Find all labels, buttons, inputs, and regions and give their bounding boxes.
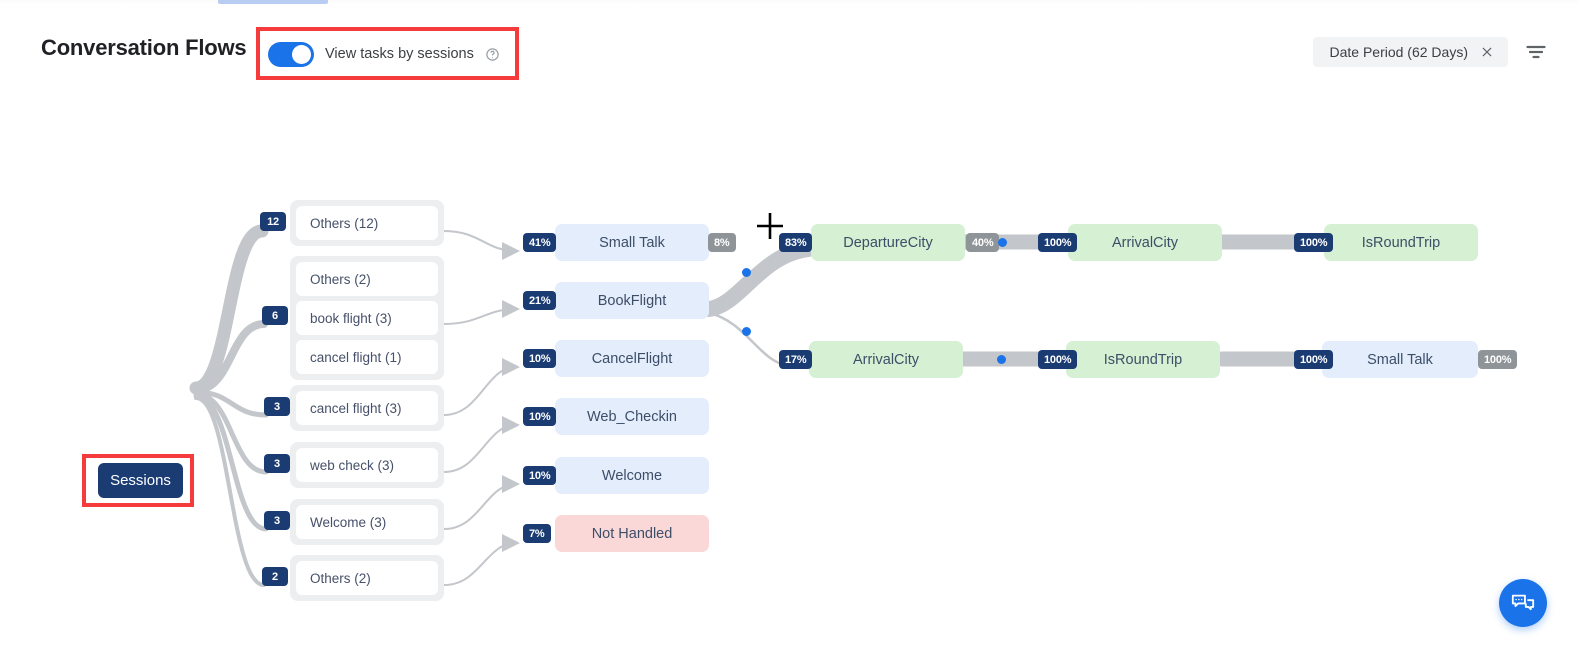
intent-node-label: Welcome xyxy=(601,467,663,484)
link-midpoint-dot[interactable] xyxy=(998,238,1007,247)
active-tab-underline xyxy=(218,0,328,4)
help-circle-icon[interactable] xyxy=(485,47,500,62)
page-header: Conversation Flows View tasks by session… xyxy=(0,5,1578,91)
task-item[interactable]: Others (2) xyxy=(296,262,438,296)
task-item[interactable]: Welcome (3) xyxy=(296,505,438,539)
entity-node-isroundtrip-b[interactable]: IsRoundTrip xyxy=(1066,341,1220,378)
intent-node-not-handled[interactable]: Not Handled xyxy=(555,515,709,552)
intent-in-pct-badge[interactable]: 41% xyxy=(523,233,557,252)
annotation-highlight-sessions xyxy=(82,454,194,507)
entity-node-arrivalcity[interactable]: ArrivalCity xyxy=(1068,224,1222,261)
entity-in-pct-badge[interactable]: 100% xyxy=(1038,350,1078,369)
task-group[interactable]: Welcome (3) xyxy=(290,499,444,545)
task-group-count-badge[interactable]: 2 xyxy=(262,567,288,586)
task-item[interactable]: book flight (3) xyxy=(296,301,438,335)
intent-node-bookflight[interactable]: BookFlight xyxy=(555,282,709,319)
entity-node-label: IsRoundTrip xyxy=(1103,351,1183,368)
task-item[interactable]: Others (12) xyxy=(296,206,438,240)
close-icon[interactable] xyxy=(1480,45,1494,59)
intent-node-label: Small Talk xyxy=(599,234,665,251)
task-item[interactable]: cancel flight (3) xyxy=(296,391,438,425)
link-midpoint-dot[interactable] xyxy=(742,327,751,336)
entity-in-pct-badge[interactable]: 17% xyxy=(779,350,813,369)
intent-node-label: Not Handled xyxy=(591,525,673,542)
task-group[interactable]: cancel flight (3) xyxy=(290,385,444,431)
task-group-count-badge[interactable]: 3 xyxy=(264,511,290,530)
task-group[interactable]: web check (3) xyxy=(290,442,444,488)
cursor-crosshair-icon xyxy=(757,213,783,239)
link-out-pct-badge[interactable]: 40% xyxy=(966,233,1000,252)
view-tasks-by-sessions-toggle-group[interactable]: View tasks by sessions xyxy=(268,38,500,70)
link-midpoint-dot[interactable] xyxy=(997,355,1006,364)
task-group[interactable]: Others (2) xyxy=(290,555,444,601)
task-item[interactable]: Others (2) xyxy=(296,561,438,595)
entity-node-label: IsRoundTrip xyxy=(1361,234,1441,251)
entity-node-arrivalcity-b[interactable]: ArrivalCity xyxy=(809,341,963,378)
switch-knob xyxy=(292,44,311,64)
intent-in-pct-badge[interactable]: 7% xyxy=(523,524,551,543)
intent-in-pct-badge[interactable]: 10% xyxy=(523,466,557,485)
entity-in-pct-badge[interactable]: 83% xyxy=(779,233,813,252)
intent-node-cancelflight[interactable]: CancelFlight xyxy=(555,340,709,377)
intent-node-label: Web_Checkin xyxy=(586,408,677,425)
intent-in-pct-badge[interactable]: 10% xyxy=(523,349,557,368)
root-node-label: Sessions xyxy=(110,472,171,489)
intent-out-pct-badge[interactable]: 8% xyxy=(708,233,736,252)
link-midpoint-dot[interactable] xyxy=(742,268,751,277)
annotation-highlight-toggle xyxy=(256,27,519,80)
entity-in-pct-badge[interactable]: 100% xyxy=(1294,350,1334,369)
intent-node-label: BookFlight xyxy=(597,292,667,309)
entity-in-pct-badge[interactable]: 100% xyxy=(1294,233,1334,252)
entity-in-pct-badge[interactable]: 100% xyxy=(1038,233,1078,252)
date-period-label: Date Period (62 Days) xyxy=(1329,44,1468,60)
page-title: Conversation Flows xyxy=(41,35,247,60)
task-group[interactable]: Others (2) book flight (3) cancel flight… xyxy=(290,256,444,380)
view-tasks-by-sessions-switch[interactable] xyxy=(268,41,314,67)
intent-node-label: CancelFlight xyxy=(591,350,673,367)
chat-fab-button[interactable] xyxy=(1499,579,1547,627)
intent-in-pct-badge[interactable]: 21% xyxy=(523,291,557,310)
top-strip xyxy=(0,0,1578,5)
entity-node-departurecity[interactable]: DepartureCity xyxy=(811,224,965,261)
entity-node-isroundtrip[interactable]: IsRoundTrip xyxy=(1324,224,1478,261)
entity-node-label: ArrivalCity xyxy=(852,351,920,368)
task-group-count-badge[interactable]: 3 xyxy=(264,397,290,416)
intent-node-label: Small Talk xyxy=(1367,351,1433,368)
intent-node-small-talk[interactable]: Small Talk xyxy=(555,224,709,261)
intent-node-welcome[interactable]: Welcome xyxy=(555,457,709,494)
filter-icon[interactable] xyxy=(1524,40,1548,64)
task-group[interactable]: Others (12) xyxy=(290,200,444,246)
intent-node-small-talk-b[interactable]: Small Talk xyxy=(1322,341,1478,378)
header-filters: Date Period (62 Days) xyxy=(1313,37,1548,67)
entity-node-label: DepartureCity xyxy=(843,234,933,251)
entity-node-label: ArrivalCity xyxy=(1111,234,1179,251)
task-item[interactable]: web check (3) xyxy=(296,448,438,482)
task-item[interactable]: cancel flight (1) xyxy=(296,340,438,374)
chat-bubbles-icon xyxy=(1511,594,1535,611)
intent-in-pct-badge[interactable]: 10% xyxy=(523,407,557,426)
task-group-count-badge[interactable]: 3 xyxy=(264,454,290,473)
root-node-sessions[interactable]: Sessions xyxy=(98,463,183,498)
link-out-pct-badge[interactable]: 100% xyxy=(1478,350,1518,369)
toggle-label: View tasks by sessions xyxy=(325,46,474,62)
task-group-count-badge[interactable]: 12 xyxy=(260,212,286,231)
flow-canvas[interactable]: Sessions Others (12) 12 Others (2) book … xyxy=(0,91,1578,645)
task-group-count-badge[interactable]: 6 xyxy=(262,306,288,325)
date-period-filter-chip[interactable]: Date Period (62 Days) xyxy=(1313,37,1508,67)
intent-node-web-checkin[interactable]: Web_Checkin xyxy=(555,398,709,435)
